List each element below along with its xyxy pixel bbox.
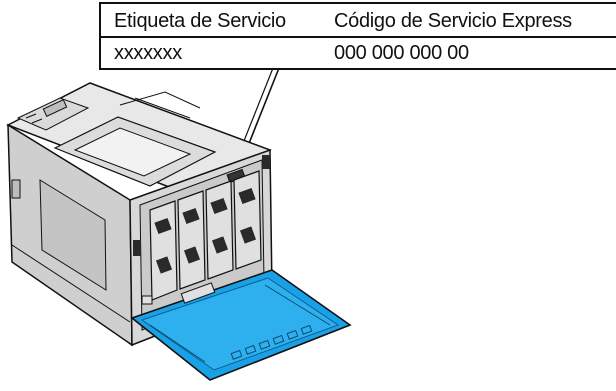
service-tag-value: xxxxxxx bbox=[114, 42, 182, 64]
service-tag-heading: Etiqueta de Servicio bbox=[114, 10, 286, 32]
express-code-heading: Código de Servicio Express bbox=[334, 10, 572, 32]
label-divider bbox=[101, 36, 616, 38]
express-code-value: 000 000 000 00 bbox=[334, 42, 469, 64]
cover-hinge bbox=[180, 282, 216, 304]
service-label-box: Etiqueta de Servicio Código de Servicio … bbox=[99, 2, 616, 70]
